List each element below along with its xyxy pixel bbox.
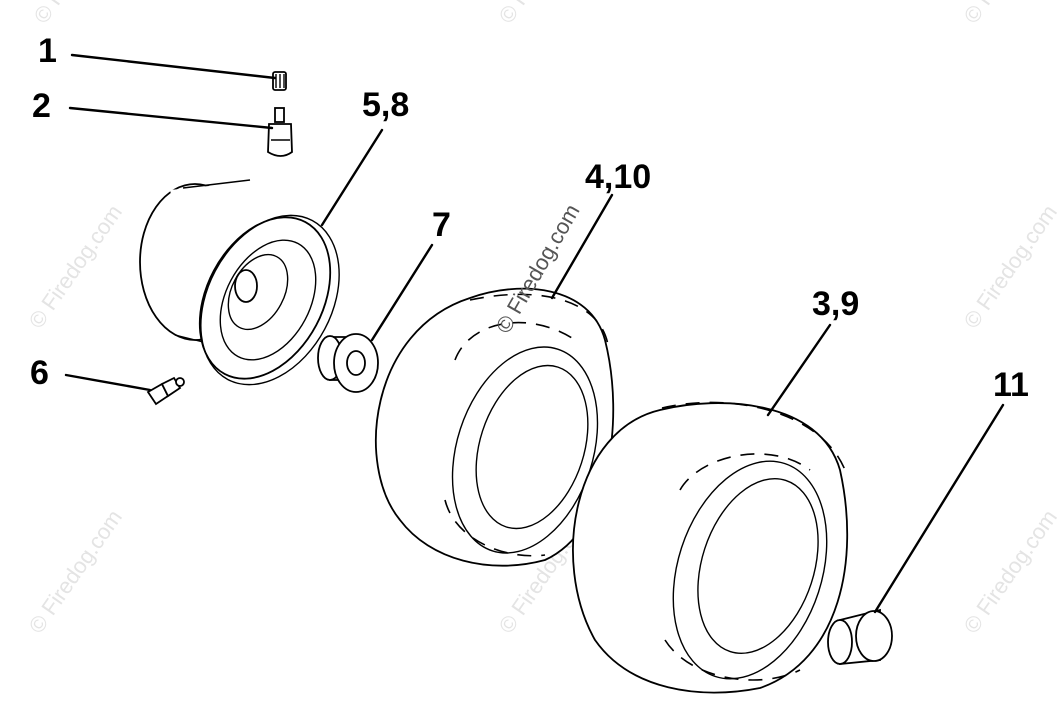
leader-line-6 bbox=[64, 373, 152, 392]
callouts: 1 2 5,8 4,10 7 3,9 6 11 bbox=[30, 32, 1029, 404]
watermark: © Firedog.com bbox=[29, 0, 132, 28]
callout-6: 6 bbox=[30, 354, 49, 392]
watermark: © Firedog.com bbox=[959, 200, 1062, 333]
part-6-grease-fitting bbox=[146, 376, 185, 406]
watermark: © Firedog.com bbox=[24, 505, 127, 638]
leader-line-7 bbox=[370, 243, 434, 342]
callout-11: 11 bbox=[993, 366, 1029, 404]
leader-line-5-8 bbox=[320, 128, 384, 227]
part-4-10-tire bbox=[375, 287, 615, 567]
callout-3-9: 3,9 bbox=[812, 285, 859, 323]
callout-1: 1 bbox=[38, 32, 57, 70]
watermark: © Firedog.com bbox=[494, 0, 597, 28]
leader-lines bbox=[64, 53, 1005, 614]
part-11-cap bbox=[827, 608, 893, 665]
leader-line-2 bbox=[68, 106, 274, 130]
part-7-bushing bbox=[317, 333, 379, 393]
part-3-9-tire bbox=[572, 401, 849, 694]
part-2-valve-stem bbox=[267, 107, 293, 157]
part-1-valve-cap bbox=[272, 71, 287, 91]
callout-2: 2 bbox=[32, 87, 51, 125]
callout-5-8: 5,8 bbox=[362, 86, 409, 124]
watermark: © Firedog.com bbox=[959, 505, 1062, 638]
callout-4-10: 4,10 bbox=[585, 158, 651, 196]
leader-line-1 bbox=[70, 53, 277, 80]
watermark: © Firedog.com bbox=[959, 0, 1062, 28]
callout-7: 7 bbox=[432, 206, 451, 244]
watermark: © Firedog.com bbox=[24, 200, 127, 333]
leader-line-3-9 bbox=[766, 323, 832, 417]
part-5-8-wheel-rim bbox=[139, 179, 340, 386]
leader-line-4-10 bbox=[550, 193, 614, 300]
leader-line-11 bbox=[873, 403, 1005, 614]
